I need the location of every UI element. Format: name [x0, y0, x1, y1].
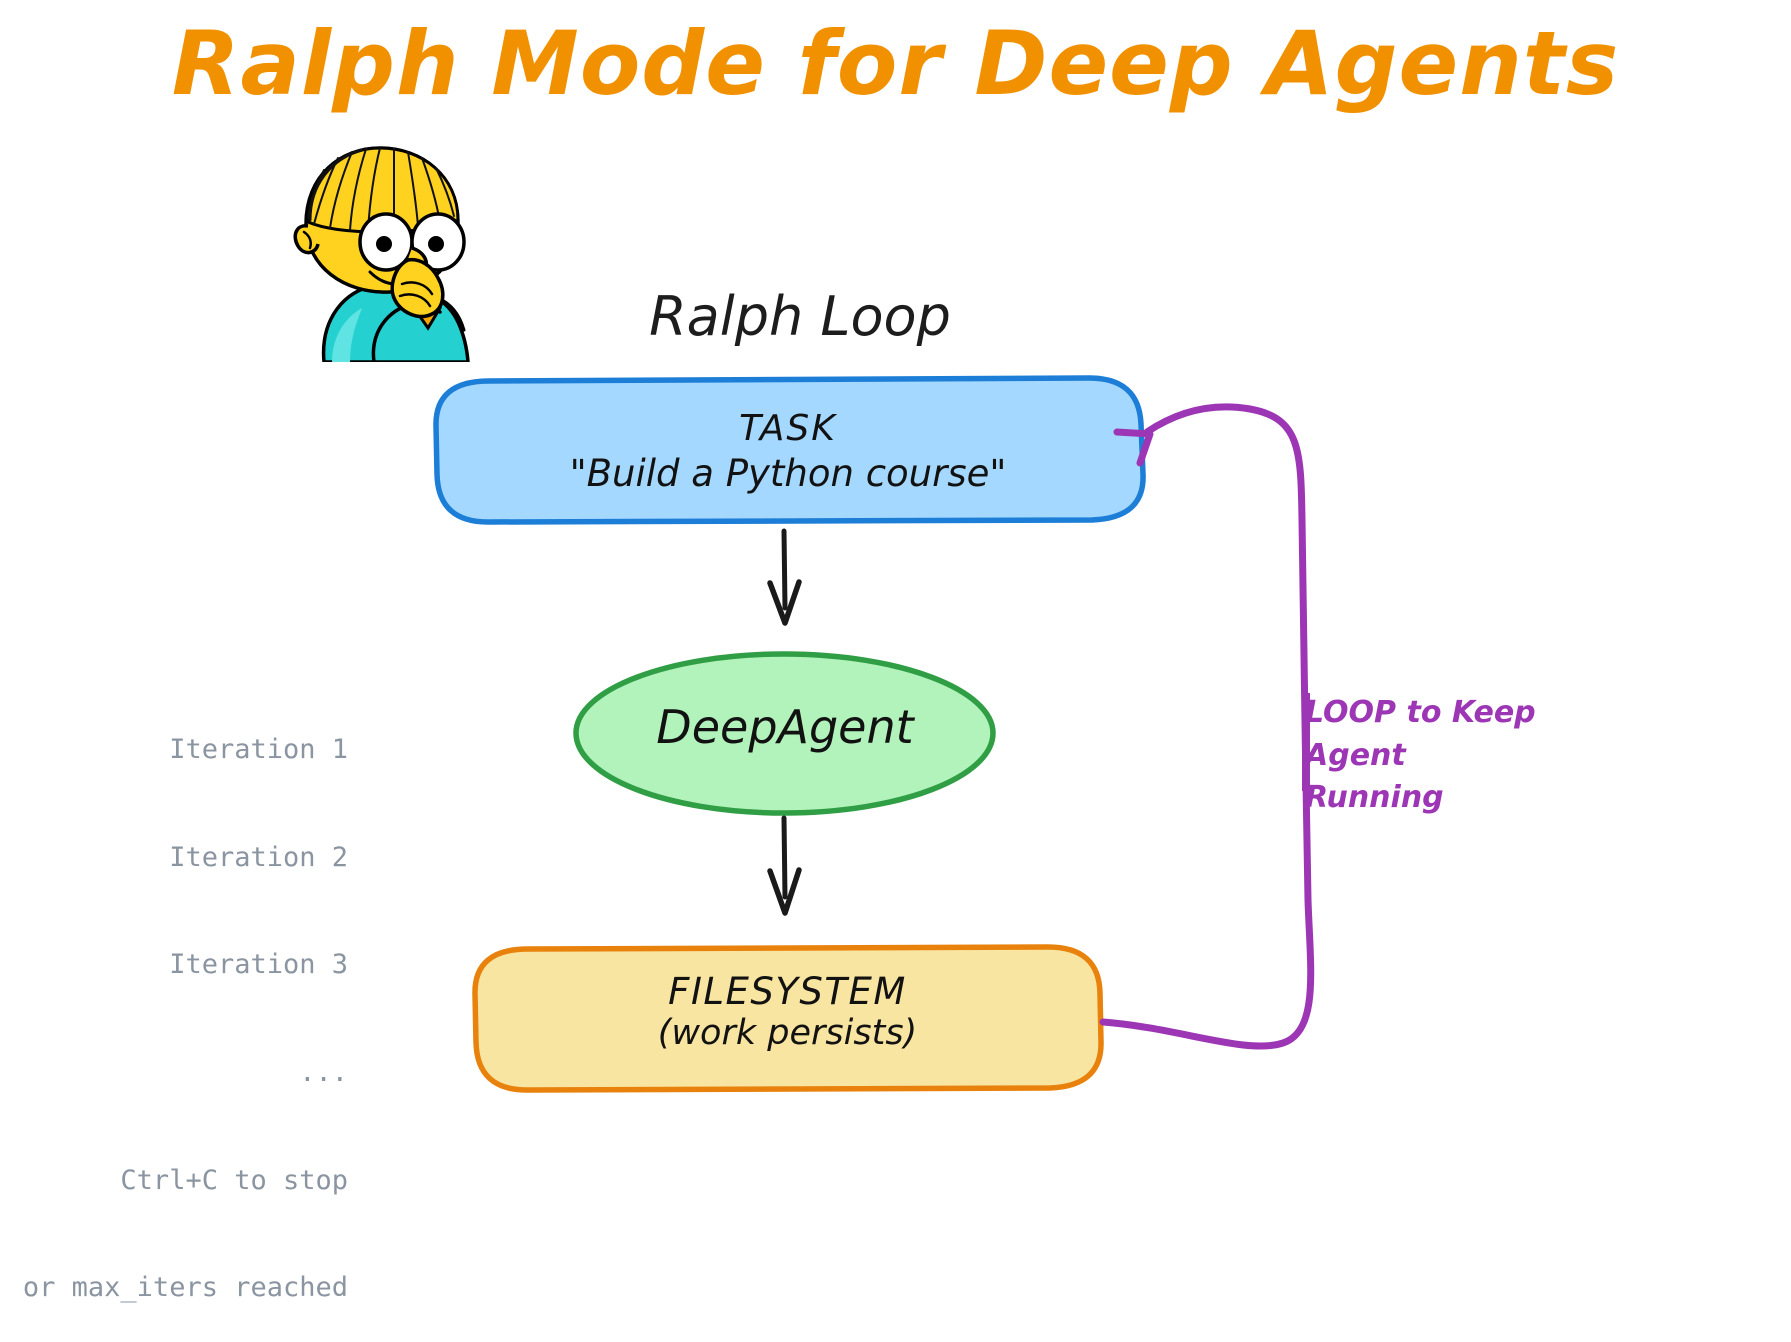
- loop-edge-label-line1: LOOP to Keep: [1305, 695, 1536, 730]
- diagram-heading: Ralph Loop: [649, 285, 951, 348]
- ralph-pupil-left: [376, 236, 392, 252]
- task-box-shape: [433, 375, 1146, 525]
- deepagent-ellipse-shape: [573, 651, 996, 816]
- ralph-ear-detail: [302, 230, 312, 250]
- ralph-ear: [293, 224, 320, 255]
- ralph-finger-lines: [398, 281, 434, 308]
- ralph-pupil-right: [428, 236, 444, 252]
- arrow-deepagent-to-filesystem: [767, 815, 802, 916]
- ralph-hair-outline: [308, 148, 364, 222]
- ralph-shirt-highlight: [332, 308, 362, 362]
- console-line: Iteration 2: [169, 841, 348, 873]
- loop-edge-label-line2: Agent Running: [1305, 737, 1444, 816]
- node-filesystem[interactable]: [472, 944, 1104, 1093]
- page-title: Ralph Mode for Deep Agents: [171, 12, 1620, 115]
- console-iteration-log: Iteration 1 Iteration 2 Iteration 3 ... …: [0, 660, 348, 1342]
- ralph-wiggum-illustration: [293, 146, 470, 362]
- console-line: Ctrl+C to stop: [120, 1164, 348, 1196]
- console-line: Iteration 3: [169, 949, 348, 981]
- loop-label-accent-bar: [1302, 693, 1310, 791]
- filesystem-box-shape: [472, 944, 1104, 1093]
- diagram-canvas: [433, 375, 1315, 1093]
- arrow-task-to-deepagent: [767, 528, 802, 626]
- ralph-hand: [390, 257, 445, 319]
- console-line: ...: [299, 1056, 348, 1088]
- node-task[interactable]: [433, 375, 1146, 525]
- loop-edge-label: LOOP to Keep Agent Running: [1305, 692, 1545, 820]
- node-deepagent[interactable]: [573, 651, 996, 816]
- console-line: or max_iters reached: [22, 1272, 348, 1304]
- console-line: Iteration 1: [169, 733, 348, 765]
